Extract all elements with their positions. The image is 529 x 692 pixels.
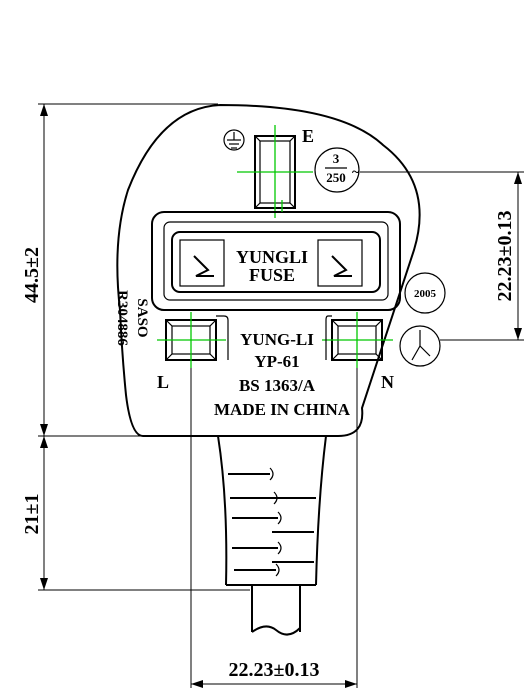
year-text: 2005	[414, 288, 437, 300]
fuse-rating-top: 3	[333, 151, 340, 166]
cert-text-2: R304886	[114, 290, 130, 346]
date-clock-icon	[399, 325, 441, 367]
neutral-pin-label: N	[381, 372, 394, 392]
pin-shoulder	[216, 315, 332, 360]
standard-text: BS 1363/A	[239, 376, 316, 395]
cable-grip	[217, 435, 327, 586]
cable	[251, 585, 301, 636]
fuse-carrier	[151, 200, 401, 311]
origin-text: MADE IN CHINA	[214, 400, 351, 419]
cert-text-1: SASO	[134, 298, 150, 337]
dim-cable-length	[38, 436, 250, 591]
fuse-rating-bottom: 250	[326, 170, 346, 185]
dim-pin-spacing	[190, 368, 358, 688]
earth-to-center-value: 22.23±0.13	[494, 211, 516, 302]
overall-height-value: 44.5±2	[21, 247, 43, 303]
dim-overall-height	[38, 103, 218, 437]
fuse-brand-text: YUNGLI	[236, 247, 308, 267]
plug-body-outline	[116, 103, 421, 437]
live-pin-label: L	[157, 372, 169, 392]
fuse-text: FUSE	[249, 265, 295, 285]
neutral-pin	[322, 312, 393, 368]
model-text: YP-61	[254, 352, 299, 371]
cable-length-value: 21±1	[21, 494, 43, 535]
live-pin	[157, 312, 226, 368]
fuse-rating-mark	[314, 147, 360, 193]
pin-spacing-value: 22.23±0.13	[229, 659, 320, 681]
earth-pin	[237, 125, 313, 218]
brand-text: YUNG-LI	[240, 330, 314, 349]
ac-symbol: ~	[352, 165, 360, 180]
year-mark	[404, 272, 446, 314]
earth-pin-label: E	[302, 126, 314, 146]
earth-symbol-icon	[223, 129, 245, 151]
dim-earth-to-center	[360, 171, 524, 341]
